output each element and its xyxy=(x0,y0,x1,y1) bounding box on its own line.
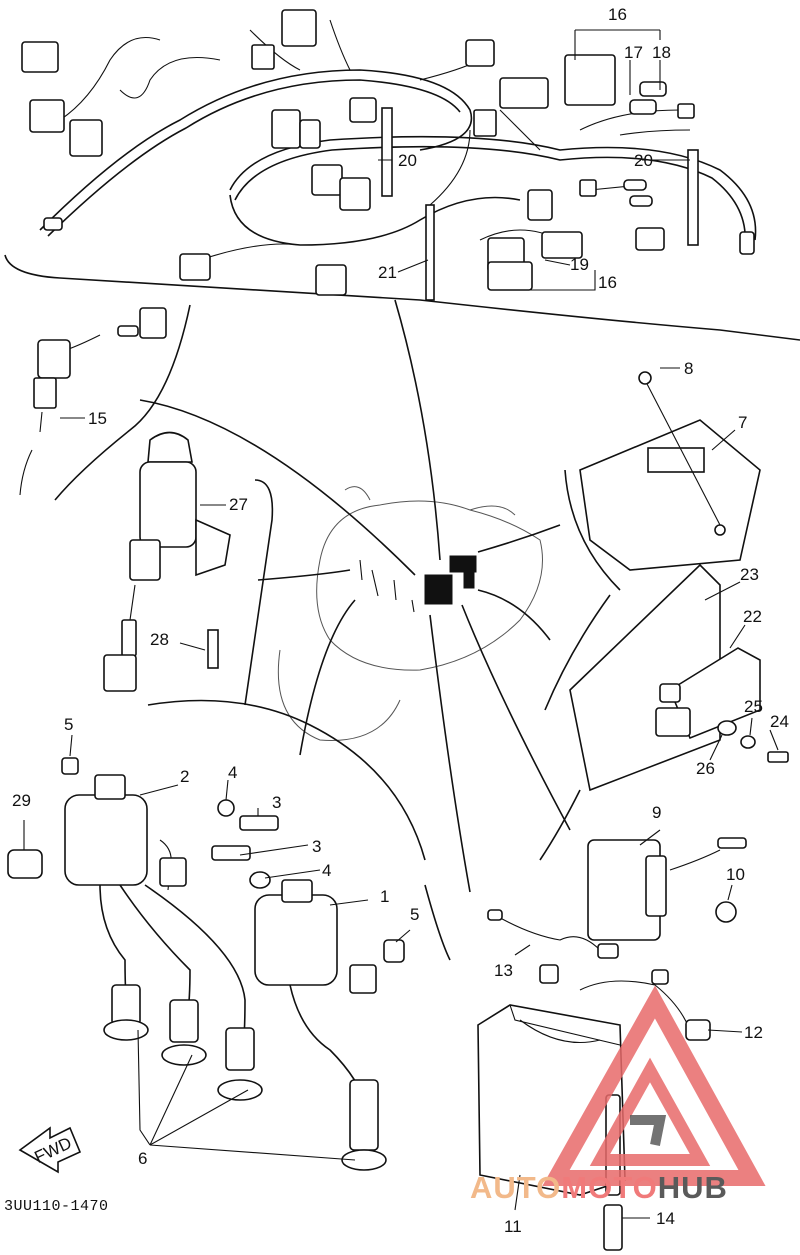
callout-1: 1 xyxy=(380,887,389,906)
rectifier-regulator xyxy=(569,563,789,792)
battery-assembly xyxy=(477,909,711,1251)
small-hardware xyxy=(7,757,405,963)
callout-15: 15 xyxy=(88,409,107,428)
callout-20: 20 xyxy=(634,151,653,170)
callout-3: 3 xyxy=(312,837,321,856)
callout-10: 10 xyxy=(726,865,745,884)
watermark-text: AUTOMOTOHUB xyxy=(470,1170,728,1206)
callout-5: 5 xyxy=(64,715,73,734)
callout-16: 16 xyxy=(598,273,617,292)
callout-4: 4 xyxy=(228,763,237,782)
main-switch xyxy=(103,431,231,692)
callout-23: 23 xyxy=(740,565,759,584)
callout-17: 17 xyxy=(624,43,643,62)
diagram-part-code: 3UU110-1470 xyxy=(4,1198,109,1215)
callout-11: 11 xyxy=(504,1217,522,1236)
leader-curves xyxy=(54,299,621,961)
motorcycle-outline xyxy=(277,486,543,741)
switch-assembly xyxy=(19,307,167,496)
callout-4: 4 xyxy=(322,861,331,880)
callout-2: 2 xyxy=(180,767,189,786)
callout-labels: 16 17 18 20 20 21 19 16 15 27 28 8 7 23 … xyxy=(12,5,789,1236)
callout-13: 13 xyxy=(494,961,513,980)
callout-27: 27 xyxy=(229,495,248,514)
watermark-moto: MOTO xyxy=(561,1170,658,1205)
leader-lines xyxy=(60,29,779,1219)
callout-21: 21 xyxy=(378,263,397,282)
callout-9: 9 xyxy=(652,803,661,822)
watermark-hub: HUB xyxy=(657,1170,728,1205)
callout-12: 12 xyxy=(744,1023,763,1042)
wire-harness-panel xyxy=(4,9,800,341)
callout-20: 20 xyxy=(398,151,417,170)
forward-arrow: FWD xyxy=(18,1126,82,1174)
callout-26: 26 xyxy=(696,759,715,778)
callout-28: 28 xyxy=(150,630,169,649)
callout-19: 19 xyxy=(570,255,589,274)
callout-3: 3 xyxy=(272,793,281,812)
callout-22: 22 xyxy=(743,607,762,626)
callout-14: 14 xyxy=(656,1209,675,1228)
ignition-coils xyxy=(64,774,387,1171)
callout-18: 18 xyxy=(652,43,671,62)
cdi-unit xyxy=(579,371,761,571)
watermark-auto: AUTO xyxy=(470,1170,562,1205)
callout-29: 29 xyxy=(12,791,31,810)
watermark-logo xyxy=(542,985,766,1186)
callout-8: 8 xyxy=(684,359,693,378)
callout-5: 5 xyxy=(410,905,419,924)
callout-24: 24 xyxy=(770,712,789,731)
callout-7: 7 xyxy=(738,413,747,432)
callout-6: 6 xyxy=(138,1149,147,1168)
callout-25: 25 xyxy=(744,697,763,716)
starter-relay xyxy=(587,837,747,941)
callout-16: 16 xyxy=(608,5,627,24)
